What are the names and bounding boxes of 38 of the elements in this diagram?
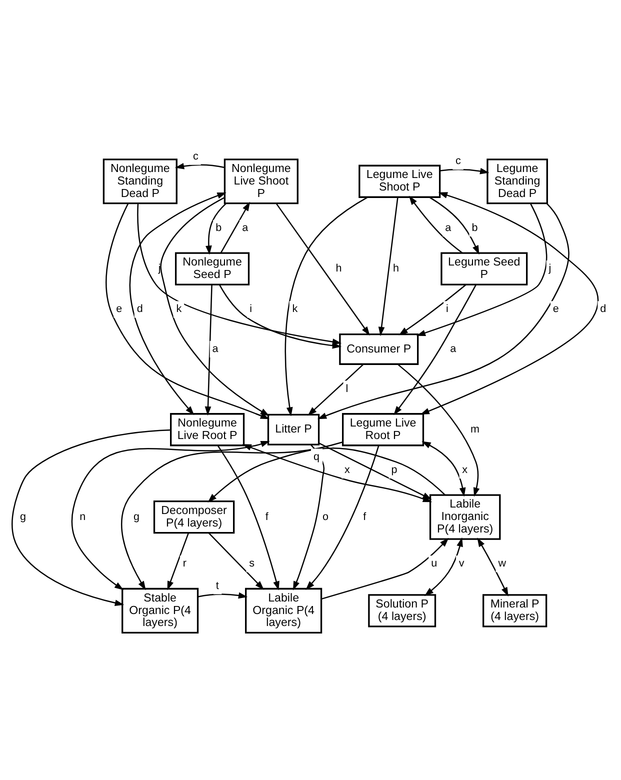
- edge-label: o: [322, 510, 329, 522]
- edge-label: d: [136, 302, 143, 315]
- edge-label: h: [392, 262, 399, 274]
- edge-label: c: [456, 154, 461, 167]
- edge-label: l: [346, 382, 348, 394]
- edge-label: a: [450, 342, 456, 355]
- edge-label: e: [116, 302, 122, 315]
- edge-label: v: [458, 557, 464, 570]
- edge-label: g: [134, 510, 140, 522]
- edge-label: g: [20, 510, 26, 522]
- edge-label: c: [192, 150, 198, 162]
- edge-label: b: [472, 222, 478, 234]
- edge-label: p: [391, 464, 398, 476]
- edge-label: n: [80, 510, 86, 522]
- edge-label: s: [249, 557, 255, 570]
- edge-label: u: [431, 557, 438, 570]
- edge-label: t: [216, 579, 219, 592]
- edge-label: a: [445, 222, 452, 234]
- edge-label: k: [292, 302, 298, 315]
- edge-label: f: [265, 510, 268, 522]
- edge-label: x: [344, 464, 350, 476]
- edge-label: j: [548, 262, 552, 274]
- edge-label: r: [182, 557, 186, 570]
- edge-label: m: [470, 422, 480, 435]
- edge-label: a: [242, 222, 248, 234]
- edge-label: d: [600, 302, 606, 315]
- edge-label: q: [313, 450, 320, 462]
- edge-label: x: [462, 464, 468, 476]
- edge-label: j: [158, 262, 161, 274]
- edge-label: e: [552, 302, 559, 315]
- edge-label: w: [498, 557, 506, 570]
- edge-label: b: [216, 222, 222, 234]
- edge-label: f: [363, 510, 366, 522]
- edge-label: i: [446, 302, 448, 315]
- edge-label: a: [212, 342, 218, 355]
- edge-label: h: [336, 262, 342, 274]
- edge-label: i: [250, 302, 252, 315]
- edge-label: k: [176, 302, 182, 315]
